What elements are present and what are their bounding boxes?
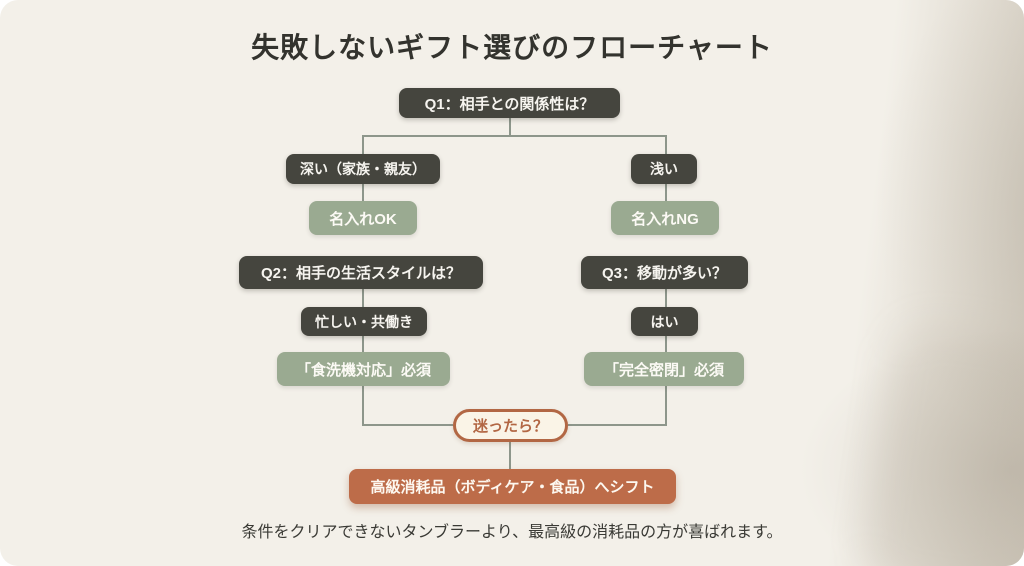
node-name-ok: 名入れOK bbox=[309, 201, 417, 235]
node-lost: 迷ったら？ bbox=[453, 409, 568, 442]
connector-elbow-pill-left bbox=[362, 424, 453, 426]
node-name-ng: 名入れNG bbox=[611, 201, 719, 235]
node-final: 高級消耗品（ボディケア・食品）へシフト bbox=[349, 469, 676, 504]
connector-right-branch-down bbox=[665, 135, 667, 155]
connector-split-horizontal bbox=[362, 135, 667, 137]
node-shallow: 浅い bbox=[631, 154, 697, 184]
connector-pill-final bbox=[509, 442, 511, 470]
connector-q3-yes bbox=[665, 289, 667, 308]
node-yes: はい bbox=[631, 307, 698, 336]
node-dishwasher: 「食洗機対応」必須 bbox=[277, 352, 450, 386]
node-q3: Q3：移動が多い？ bbox=[581, 256, 748, 289]
connector-busy-dishwasher bbox=[362, 336, 364, 353]
page-title: 失敗しないギフト選びのフローチャート bbox=[251, 32, 773, 63]
connector-sealed-elbow bbox=[665, 386, 667, 426]
connector-deep-nameok bbox=[362, 184, 364, 202]
node-q2: Q2：相手の生活スタイルは？ bbox=[239, 256, 483, 289]
node-sealed: 「完全密閉」必須 bbox=[584, 352, 744, 386]
node-q1: Q1：相手との関係性は？ bbox=[399, 88, 620, 118]
connector-elbow-pill-right bbox=[568, 424, 667, 426]
connector-shallow-nameng bbox=[665, 184, 667, 202]
connector-dishwasher-elbow bbox=[362, 386, 364, 426]
connector-left-branch-down bbox=[362, 135, 364, 155]
footer-caption: 条件をクリアできないタンブラーより、最高級の消耗品の方が喜ばれます。 bbox=[241, 524, 783, 541]
connector-q2-busy bbox=[362, 289, 364, 308]
connector-yes-sealed bbox=[665, 336, 667, 353]
node-deep: 深い（家族・親友） bbox=[286, 154, 440, 184]
node-busy: 忙しい・共働き bbox=[301, 307, 427, 336]
